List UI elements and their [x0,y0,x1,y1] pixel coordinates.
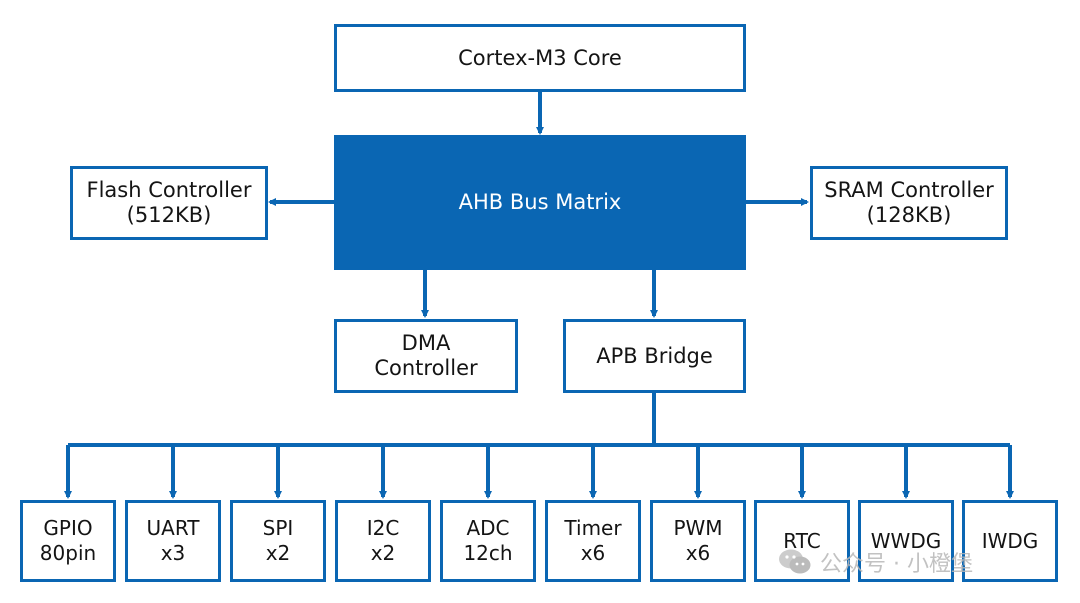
wechat-icon [779,549,811,574]
peripheral-pwm: PWM x6 [650,500,746,582]
peripheral-spi: SPI x2 [230,500,326,582]
peripheral-name: Timer [564,516,622,540]
flash-size-label: (512KB) [126,203,212,227]
dma-controller-label: Controller [374,356,478,380]
flash-controller-block: Flash Controller (512KB) [70,166,268,240]
peripheral-name: UART [146,516,200,540]
peripheral-count: x2 [370,541,396,565]
peripheral-name: RTC [783,528,821,553]
peripheral-count: x3 [160,541,186,565]
peripheral-iwdg: IWDG [962,500,1058,582]
watermark-text: 公众号 · 小橙堡 [820,552,973,577]
peripheral-uart: UART x3 [125,500,221,582]
ahb-bus-matrix-label: AHB Bus Matrix [458,190,622,214]
sram-size-label: (128KB) [866,203,952,227]
peripheral-count: x6 [685,541,711,565]
sram-controller-label: SRAM Controller [824,178,994,202]
peripheral-name: IWDG [981,528,1039,553]
peripheral-adc: ADC 12ch [440,500,536,582]
peripheral-wwdg: WWDG [858,500,954,582]
peripheral-count: 12ch [463,541,513,565]
peripheral-count: 80pin [39,541,97,565]
peripheral-name: ADC [466,516,510,540]
dma-controller-block: DMA Controller [334,319,518,393]
cortex-m3-core-block: Cortex-M3 Core [334,24,746,92]
peripheral-timer: Timer x6 [545,500,641,582]
peripheral-name: I2C [366,516,400,540]
peripheral-count: x6 [580,541,606,565]
flash-controller-label: Flash Controller [86,178,252,202]
peripheral-name: WWDG [870,528,942,553]
peripheral-count: x2 [265,541,291,565]
cortex-m3-core-label: Cortex-M3 Core [458,45,622,70]
peripheral-name: PWM [673,516,723,540]
apb-bridge-label: APB Bridge [596,343,713,368]
peripheral-name: SPI [262,516,294,540]
peripheral-name: GPIO [43,516,93,540]
apb-bridge-block: APB Bridge [563,319,746,393]
dma-label: DMA [401,331,451,355]
watermark: 公众号 · 小橙堡 [778,542,1068,582]
ahb-bus-matrix-block: AHB Bus Matrix [334,135,746,270]
sram-controller-block: SRAM Controller (128KB) [810,166,1008,240]
peripheral-gpio: GPIO 80pin [20,500,116,582]
peripheral-i2c: I2C x2 [335,500,431,582]
